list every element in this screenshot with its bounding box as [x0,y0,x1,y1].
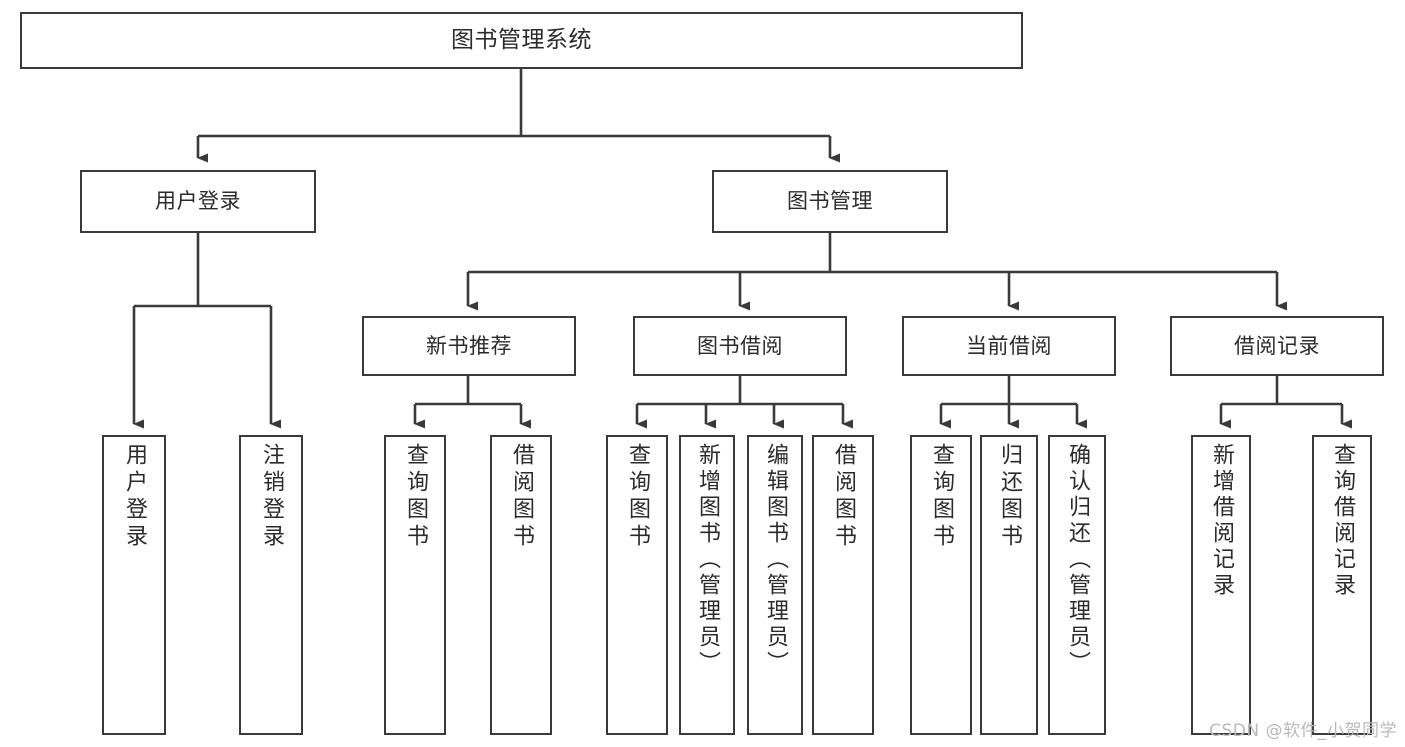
leaf-borrow-book-recommendation[interactable]: 借阅图书 [490,435,552,735]
leaf-return-book-label: 归还图书 [997,443,1022,551]
leaf-logout-label: 注销登录 [259,443,284,551]
node-book-management-label: 图书管理 [787,189,873,214]
leaf-borrow-book-borrowing[interactable]: 借阅图书 [812,435,874,735]
leaf-borrow-book-borrowing-label: 借阅图书 [831,443,856,551]
node-user-login[interactable]: 用户登录 [80,170,316,233]
leaf-query-book-current[interactable]: 查询图书 [910,435,972,735]
node-borrowing-record[interactable]: 借阅记录 [1170,316,1384,376]
leaf-add-book-admin[interactable]: 新增图书（管理员） [679,435,735,735]
leaf-borrow-book-recommendation-label: 借阅图书 [509,443,534,551]
leaf-query-book-recommendation-label: 查询图书 [403,443,428,551]
node-borrowing-record-label: 借阅记录 [1234,333,1320,358]
leaf-add-book-admin-label: 新增图书（管理员） [695,443,720,677]
node-root-book-management-system[interactable]: 图书管理系统 [20,12,1023,69]
node-current-borrowing-label: 当前借阅 [966,333,1052,358]
leaf-confirm-return-admin-label: 确认归还（管理员） [1065,443,1090,677]
csdn-watermark: CSDN @软件_小贺同学 [1209,721,1397,741]
leaf-user-login[interactable]: 用户登录 [102,435,166,735]
leaf-logout[interactable]: 注销登录 [239,435,303,735]
node-book-borrowing[interactable]: 图书借阅 [633,316,847,376]
node-new-book-recommendation-label: 新书推荐 [426,333,512,358]
leaf-query-book-borrowing-label: 查询图书 [625,443,650,551]
node-book-management[interactable]: 图书管理 [712,170,948,233]
leaf-edit-book-admin[interactable]: 编辑图书（管理员） [747,435,803,735]
leaf-user-login-label: 用户登录 [122,443,147,551]
leaf-add-borrowing-record-label: 新增借阅记录 [1209,443,1234,599]
leaf-confirm-return-admin[interactable]: 确认归还（管理员） [1048,435,1106,735]
node-root-label: 图书管理系统 [451,26,592,53]
node-book-borrowing-label: 图书借阅 [697,333,783,358]
leaf-query-book-current-label: 查询图书 [929,443,954,551]
node-new-book-recommendation[interactable]: 新书推荐 [362,316,576,376]
leaf-edit-book-admin-label: 编辑图书（管理员） [763,443,788,677]
leaf-return-book[interactable]: 归还图书 [980,435,1038,735]
node-user-login-label: 用户登录 [155,189,241,214]
leaf-add-borrowing-record[interactable]: 新增借阅记录 [1191,435,1251,735]
leaf-query-book-borrowing[interactable]: 查询图书 [606,435,668,735]
node-current-borrowing[interactable]: 当前借阅 [902,316,1116,376]
leaf-query-borrowing-record-label: 查询借阅记录 [1330,443,1355,599]
leaf-query-book-recommendation[interactable]: 查询图书 [384,435,446,735]
leaf-query-borrowing-record[interactable]: 查询借阅记录 [1312,435,1372,735]
